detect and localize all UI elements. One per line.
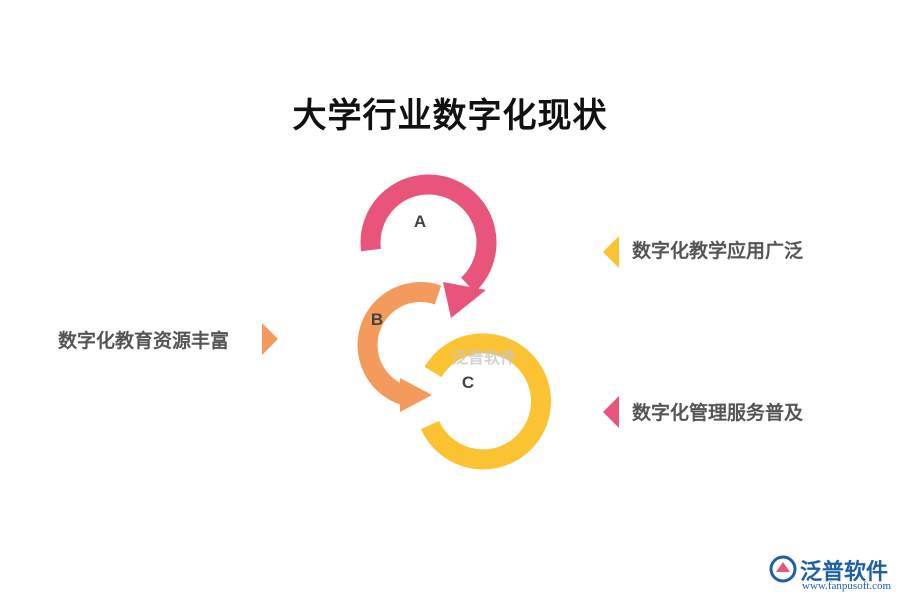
watermark: 泛普软件 (452, 348, 517, 367)
label-b: 数字化教育资源丰富 (58, 330, 230, 352)
brand-url: www.fanpusoft.com (802, 580, 892, 592)
pointer-c-icon (603, 396, 619, 428)
pointer-a-icon (603, 236, 619, 268)
brand-logo: 泛普软件 www.fanpusoft.com (766, 552, 894, 596)
ring-c (420, 333, 551, 470)
ring-a (360, 174, 497, 318)
label-c: 数字化管理服务普及 (632, 402, 804, 424)
page-title: 大学行业数字化现状 (292, 96, 608, 136)
label-a: 数字化教学应用广泛 (632, 240, 804, 262)
ring-letter-c: C (462, 373, 474, 392)
ring-b (357, 282, 442, 412)
brand-name: 泛普软件 (800, 560, 889, 585)
ring-letter-b: B (371, 310, 383, 329)
brand-logo-icon (769, 555, 797, 583)
pointer-b-icon (262, 323, 278, 355)
ring-letter-a: A (414, 212, 426, 231)
